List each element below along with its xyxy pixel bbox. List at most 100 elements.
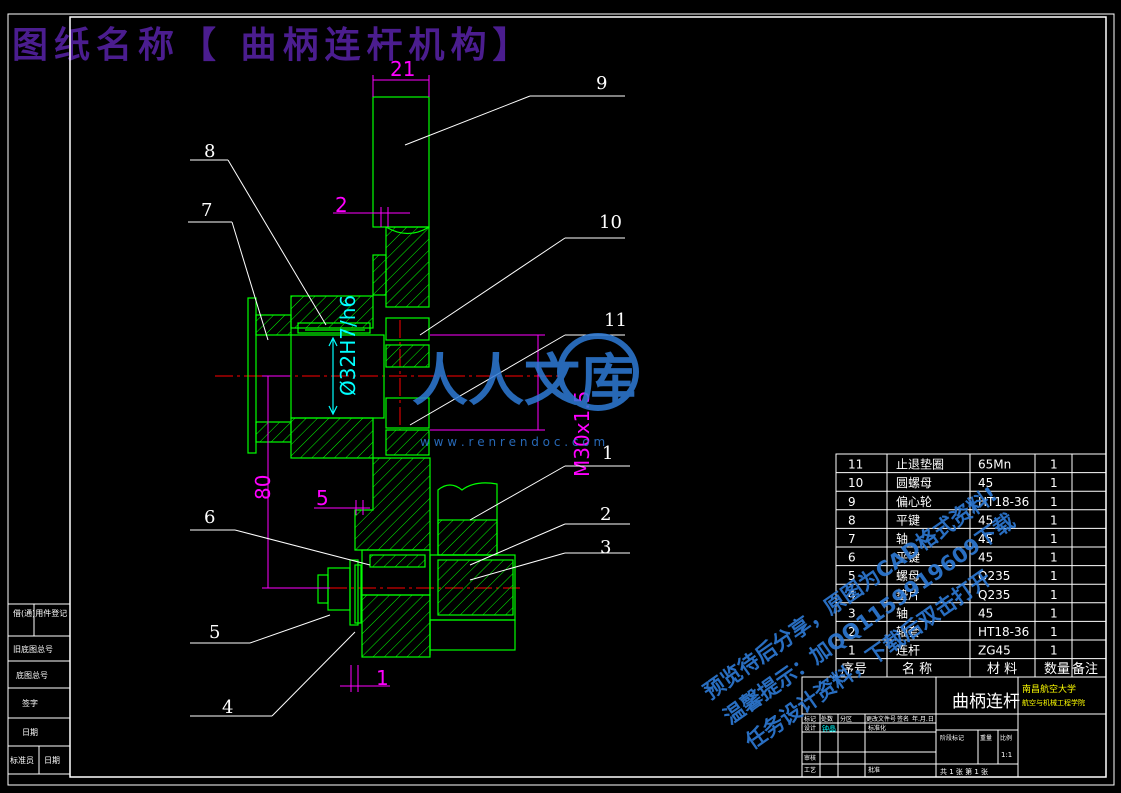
bom-header-note: 备注 bbox=[1072, 661, 1098, 677]
inner-frame bbox=[69, 16, 1107, 778]
bom-header-mat: 材 料 bbox=[987, 662, 1017, 677]
tb-label: 年.月.日 bbox=[912, 715, 934, 723]
bom-cell-mat: HT18-36 bbox=[978, 495, 1029, 509]
tb-label: 工艺 bbox=[804, 766, 816, 774]
balloon-7: 7 bbox=[201, 200, 212, 221]
side-label: 标准员 bbox=[10, 755, 34, 765]
title-block-text: 曲柄连杆 南昌航空大学 航空与机械工程学院 1:1 共 1 张 第 1 张 钟晶… bbox=[804, 683, 1085, 776]
outer-frame bbox=[7, 13, 1115, 786]
side-label: 日期 bbox=[22, 728, 38, 737]
dimension-text: 21 2 5 1 80 M30x1.5 Ø32H7/h6 bbox=[251, 57, 594, 690]
balloon-8: 8 bbox=[204, 141, 215, 162]
bom-cell-qty: 1 bbox=[1050, 569, 1058, 583]
bom-cell-qty: 1 bbox=[1050, 495, 1058, 509]
side-label: 借(通)用件登记 bbox=[13, 608, 67, 618]
part-eccentric-wheel bbox=[372, 96, 430, 456]
bom-header-name: 名 称 bbox=[902, 661, 932, 677]
tb-label: 重量 bbox=[980, 734, 992, 742]
bom-cell-mat: Q235 bbox=[978, 588, 1010, 602]
bom-cell-qty: 1 bbox=[1050, 644, 1058, 658]
bom-cell-qty: 1 bbox=[1050, 551, 1058, 565]
bom-cell-qty: 1 bbox=[1050, 458, 1058, 472]
bom-cell-name: 螺母 bbox=[896, 569, 920, 583]
bom-cell-name: 轴 bbox=[896, 605, 908, 620]
dim-2: 2 bbox=[335, 193, 348, 217]
dim-80: 80 bbox=[251, 475, 275, 500]
bom-cell-name: 轴 bbox=[896, 531, 908, 546]
side-strip-text: 借(通)用件登记 旧底图总号 底图总号 签字 日期 标准员 日期 bbox=[10, 608, 67, 765]
leader-lines bbox=[188, 95, 630, 717]
bom-cell-qty: 1 bbox=[1050, 625, 1058, 639]
balloon-11: 11 bbox=[604, 310, 627, 331]
bom-header-qty: 数量 bbox=[1044, 662, 1070, 677]
bom-cell-name: 轴套 bbox=[896, 624, 920, 639]
bom-cell-mat: 45 bbox=[978, 532, 993, 546]
tb-label: 比例 bbox=[1000, 734, 1012, 742]
side-strip bbox=[7, 603, 71, 775]
tb-label: 分区 bbox=[840, 715, 852, 723]
sheet-count: 共 1 张 第 1 张 bbox=[940, 767, 988, 776]
tb-label: 处数 bbox=[821, 715, 833, 723]
balloon-10: 10 bbox=[599, 212, 622, 233]
balloon-3: 3 bbox=[600, 537, 611, 558]
bom-cell-mat: 45 bbox=[978, 476, 993, 490]
tb-label: 标记 bbox=[804, 715, 816, 723]
school-name: 南昌航空大学 bbox=[1022, 683, 1076, 695]
bom-cell-qty: 1 bbox=[1050, 532, 1058, 546]
bom-cell-no: 5 bbox=[848, 569, 856, 583]
balloon-9: 9 bbox=[596, 73, 607, 94]
designer: 钟晶 bbox=[822, 724, 836, 733]
dimensions bbox=[262, 75, 545, 692]
balloon-5: 5 bbox=[209, 622, 220, 643]
part-shaft-nut bbox=[317, 554, 516, 655]
tb-label: 审核 bbox=[804, 754, 816, 762]
bom-cell-name: 偏心轮 bbox=[896, 494, 932, 509]
title-block bbox=[801, 676, 1107, 778]
bom-cell-name: 平键 bbox=[896, 551, 920, 565]
bom-cell-name: 止退垫圈 bbox=[896, 457, 944, 472]
bom-cell-mat: ZG45 bbox=[978, 644, 1011, 658]
bom-cell-mat: HT18-36 bbox=[978, 625, 1029, 639]
bom-cell-qty: 1 bbox=[1050, 476, 1058, 490]
bom-cell-mat: 45 bbox=[978, 551, 993, 565]
dim-5: 5 bbox=[316, 486, 329, 510]
bom-cell-mat: Q235 bbox=[978, 569, 1010, 583]
watermark-logo: 人人文库 w w w . r e n r e n d o c . c o m bbox=[412, 333, 639, 449]
bom-cell-no: 9 bbox=[848, 495, 856, 509]
balloon-4: 4 bbox=[222, 697, 233, 718]
bom-cell-qty: 1 bbox=[1050, 588, 1058, 602]
bom-cell-mat: 65Mn bbox=[978, 458, 1011, 472]
tb-label: 批准 bbox=[868, 766, 880, 774]
bom-cell-no: 11 bbox=[848, 458, 863, 472]
drawing-name: 曲柄连杆 bbox=[952, 692, 1020, 712]
tb-label: 阶段标记 bbox=[940, 734, 964, 742]
side-label: 签字 bbox=[22, 698, 38, 708]
part-connecting-rod bbox=[354, 457, 498, 658]
bom-cell-no: 2 bbox=[848, 625, 856, 639]
bom-cell-no: 3 bbox=[848, 606, 856, 620]
dim-21: 21 bbox=[390, 57, 415, 81]
bom-cell-no: 1 bbox=[848, 644, 856, 658]
bom-cell-no: 10 bbox=[848, 476, 863, 490]
bom-header-no: 序号 bbox=[841, 662, 867, 677]
bom-cell-no: 6 bbox=[848, 551, 856, 565]
tb-label: 设计 bbox=[804, 724, 816, 732]
bom-cell-name: 平键 bbox=[896, 513, 920, 527]
bom-cell-qty: 1 bbox=[1050, 606, 1058, 620]
balloon-6: 6 bbox=[204, 507, 215, 528]
dim-1: 1 bbox=[376, 666, 389, 690]
page-title: 图纸名称【 曲柄连杆机构】 bbox=[12, 24, 535, 66]
bom-cell-name: 圆螺母 bbox=[896, 476, 932, 490]
watermark-url: w w w . r e n r e n d o c . c o m bbox=[420, 435, 605, 449]
tb-label: 标准化 bbox=[868, 724, 886, 732]
bom-cell-qty: 1 bbox=[1050, 513, 1058, 527]
bom-cell-mat: 45 bbox=[978, 606, 993, 620]
side-label: 日期 bbox=[44, 756, 60, 765]
balloon-1: 1 bbox=[602, 443, 613, 464]
bom-cell-no: 4 bbox=[848, 588, 856, 602]
dept-name: 航空与机械工程学院 bbox=[1022, 698, 1085, 707]
scale: 1:1 bbox=[1001, 751, 1012, 759]
